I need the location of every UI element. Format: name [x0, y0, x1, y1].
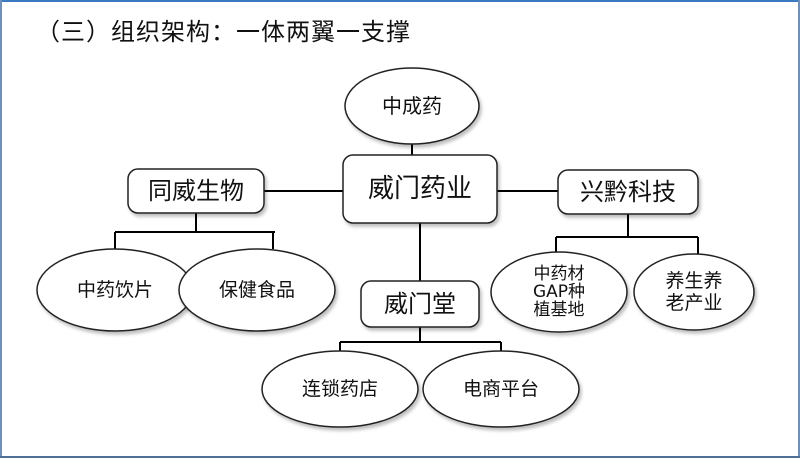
nodes: 威门药业中成药同威生物兴黔科技威门堂中药饮片保健食品中药材GAP种植基地养生养老…: [36, 67, 755, 428]
edge-wmt-children: [339, 327, 502, 351]
node-label: 中药材: [534, 264, 585, 284]
node-label: 连锁药店: [302, 378, 378, 400]
node-label: 养生养: [665, 270, 722, 292]
node-xqkj: 兴黔科技: [557, 169, 699, 215]
node-label: 同威生物: [148, 177, 244, 205]
ellipse-shape: [344, 67, 480, 145]
ellipse-shape: [490, 251, 628, 333]
ellipse-shape: [422, 350, 580, 428]
rounded-rect-shape: [557, 169, 699, 215]
node-lsyd: 连锁药店: [261, 350, 419, 428]
frame-right-border: [798, 0, 800, 458]
node-label: 植基地: [534, 300, 585, 320]
connectors: [114, 144, 699, 351]
node-label: 电商平台: [463, 378, 539, 400]
node-label: 老产业: [665, 292, 722, 314]
rounded-rect-shape: [360, 280, 480, 328]
frame-top-border: [0, 0, 800, 2]
edge-xqkj-children: [555, 214, 699, 254]
node-label: 保健食品: [219, 279, 295, 301]
edge-twsw-children: [114, 213, 275, 249]
node-wmt: 威门堂: [360, 280, 480, 328]
node-zyyp: 中药饮片: [36, 248, 194, 332]
ellipse-shape: [178, 248, 336, 332]
frame-bottom-border: [0, 456, 800, 458]
node-bjsp: 保健食品: [178, 248, 336, 332]
node-label: 威门药业: [368, 174, 472, 204]
node-zcy: 中成药: [344, 67, 480, 145]
node-label: GAP种: [533, 282, 585, 302]
node-dspt: 电商平台: [422, 350, 580, 428]
frame-left-border: [0, 0, 2, 458]
rounded-rect-shape: [127, 168, 265, 214]
node-twsw: 同威生物: [127, 168, 265, 214]
slide-title: （三）组织架构：一体两翼一支撑: [36, 18, 411, 46]
rounded-rect-shape: [342, 154, 498, 224]
node-label: 威门堂: [384, 290, 456, 318]
ellipse-shape: [633, 253, 755, 331]
node-root: 威门药业: [342, 154, 498, 224]
node-label: 中药饮片: [77, 279, 153, 301]
node-label: 兴黔科技: [580, 178, 676, 206]
node-label: 中成药: [382, 94, 442, 118]
ellipse-shape: [261, 350, 419, 428]
